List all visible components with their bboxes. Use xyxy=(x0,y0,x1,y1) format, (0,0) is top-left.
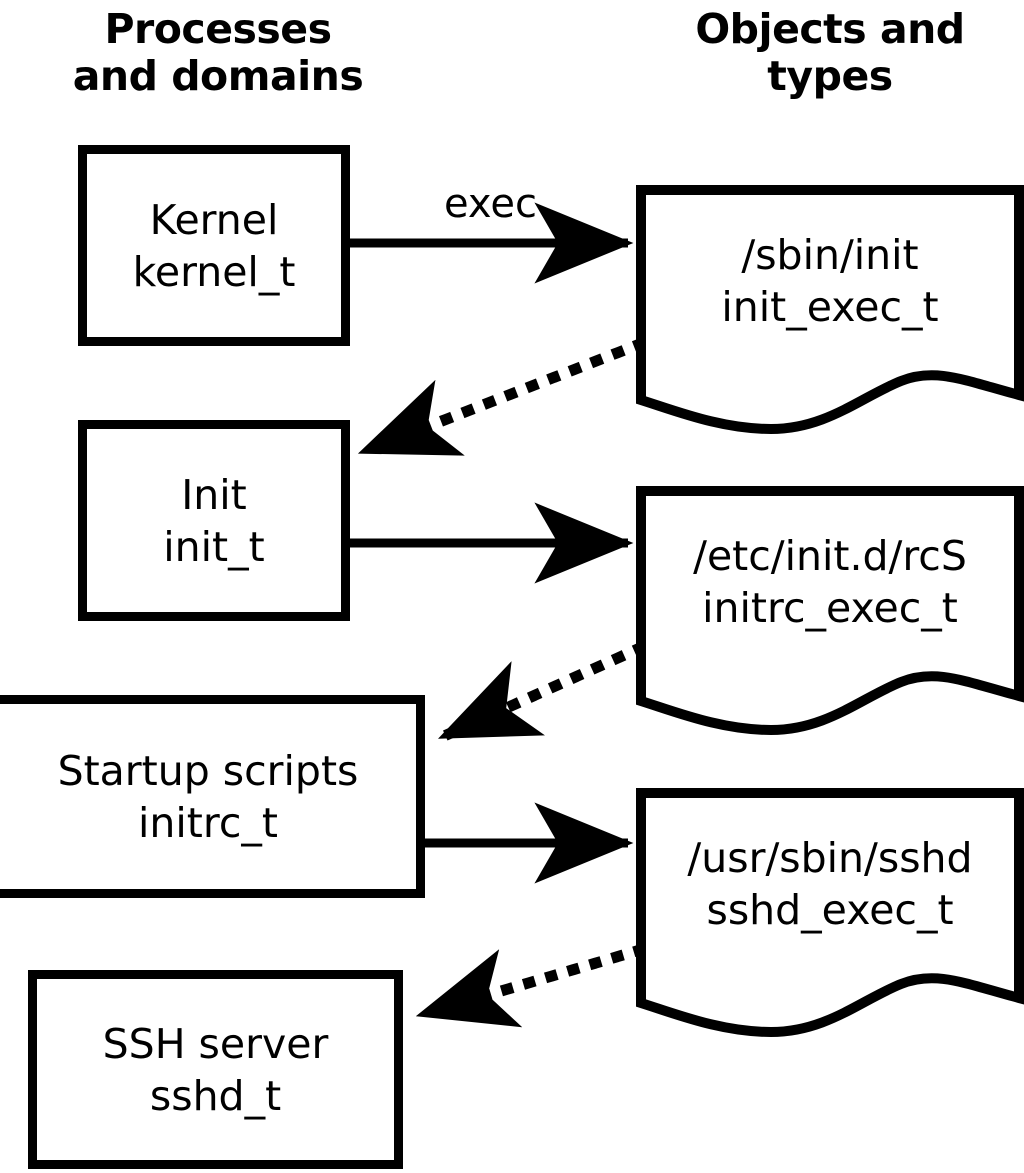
document-shape-icon xyxy=(636,788,1024,1038)
object-doc-initrc-exec[interactable]: /etc/init.d/rcS initrc_exec_t xyxy=(636,486,1024,736)
process-box-startup-scripts-name: Startup scripts xyxy=(57,746,359,795)
column-header-processes-and-domains: Processes and domains xyxy=(72,5,364,100)
edge-sshd-exec-to-sshd xyxy=(413,943,647,1028)
process-box-ssh-server-type: sshd_t xyxy=(149,1071,282,1120)
process-box-init-type: init_t xyxy=(163,522,265,571)
process-box-ssh-server-name: SSH server xyxy=(102,1019,329,1068)
process-box-init[interactable]: Init init_t xyxy=(78,420,350,621)
edge-initrc-exec-to-initrc xyxy=(434,640,648,745)
process-box-kernel-type: kernel_t xyxy=(132,247,296,296)
edge-label-exec: exec xyxy=(444,181,537,227)
edge-init-exec-to-init xyxy=(354,336,648,460)
process-box-kernel[interactable]: Kernel kernel_t xyxy=(78,145,350,346)
process-box-ssh-server[interactable]: SSH server sshd_t xyxy=(28,970,403,1169)
object-doc-sshd-exec[interactable]: /usr/sbin/sshd sshd_exec_t xyxy=(636,788,1024,1038)
document-shape-icon xyxy=(636,185,1024,435)
column-header-objects-and-types: Objects and types xyxy=(695,5,965,100)
document-shape-icon xyxy=(636,486,1024,736)
process-box-kernel-name: Kernel xyxy=(149,195,279,244)
object-doc-init-exec[interactable]: /sbin/init init_exec_t xyxy=(636,185,1024,435)
process-box-init-name: Init xyxy=(181,470,247,519)
process-box-startup-scripts-type: initrc_t xyxy=(138,798,278,847)
process-box-startup-scripts[interactable]: Startup scripts initrc_t xyxy=(0,695,425,898)
